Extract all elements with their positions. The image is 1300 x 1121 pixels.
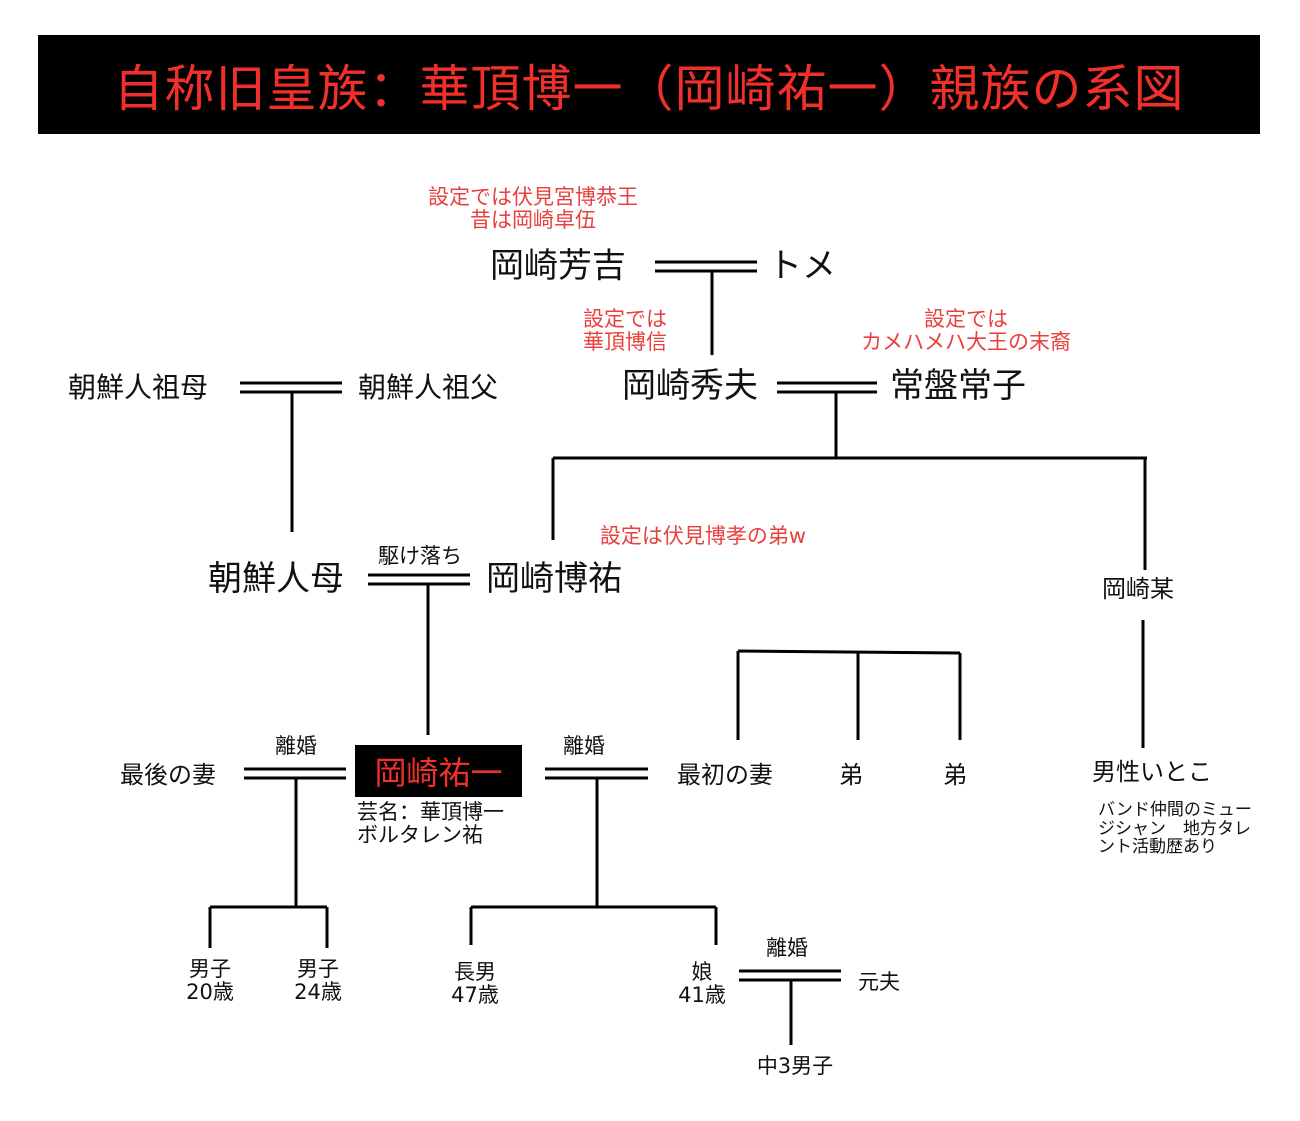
- person-korean-grandmother: 朝鮮人祖母: [68, 371, 209, 404]
- label-divorce-daughter: 離婚: [766, 936, 808, 960]
- label-elopement: 駆け落ち: [378, 544, 462, 568]
- person-tsuneko: 常盤常子: [890, 366, 1026, 406]
- person-korean-mother: 朝鮮人母: [208, 559, 344, 599]
- label-divorce-first: 離婚: [563, 734, 605, 758]
- note-line: ジシャン 地方タレ: [1098, 818, 1251, 839]
- label: 娘: [691, 960, 713, 984]
- sibling-lines: [736, 649, 962, 740]
- marriage-daughter: [739, 969, 841, 982]
- marriage-hirosuke: [368, 573, 470, 586]
- marriage-yoshikichi-tome: [655, 260, 757, 273]
- page-title: 自称旧皇族：華頂博一（岡崎祐一）親族の系図: [113, 59, 1185, 118]
- person-grandson: 中3男子: [756, 1054, 834, 1078]
- person-hideo: 岡崎秀夫: [622, 366, 758, 406]
- label: 男子: [188, 957, 231, 981]
- note-line: 昔は岡崎卓伍: [470, 208, 596, 233]
- label: 長男: [453, 960, 496, 984]
- age: 20歳: [186, 980, 234, 1005]
- person-yuichi-highlight: 岡崎祐一: [355, 745, 522, 797]
- note-line: 芸名：華頂博一: [357, 800, 504, 824]
- note-line: カメハメハ大王の末裔: [861, 330, 1071, 355]
- person-yoshikichi: 岡崎芳吉: [490, 246, 626, 286]
- age: 24歳: [294, 980, 342, 1005]
- note-line: ボルタレン祐: [357, 823, 483, 848]
- hideo-children-lines: [551, 392, 1147, 570]
- note-yoshikichi: 設定では伏見宮博恭王昔は岡崎卓伍: [428, 185, 638, 233]
- person-brother-2: 弟: [943, 761, 967, 789]
- person-last-wife: 最後の妻: [120, 761, 216, 789]
- note-line: 設定では伏見宮博恭王: [428, 185, 638, 209]
- person-hirosuke: 岡崎博祐: [486, 559, 622, 599]
- marriage-first-wife: [545, 767, 648, 780]
- note-hideo: 設定では華頂博信: [583, 307, 667, 355]
- note-yuichi: 芸名：華頂博一ボルタレン祐: [357, 800, 504, 848]
- note-line: ント活動歴あり: [1098, 837, 1217, 858]
- note-line: 設定では: [924, 307, 1008, 331]
- person-tome: トメ: [768, 246, 836, 286]
- person-okazaki-bou: 岡崎某: [1102, 575, 1174, 603]
- note-tsuneko: 設定ではカメハメハ大王の末裔: [861, 307, 1071, 355]
- first-wife-children-lines: [469, 778, 718, 945]
- title-banner: 自称旧皇族：華頂博一（岡崎祐一）親族の系図: [38, 35, 1260, 134]
- note-hirosuke: 設定は伏見博孝の弟w: [599, 524, 807, 548]
- person-brother-1: 弟: [839, 761, 863, 789]
- person-cousin: 男性いとこ: [1092, 758, 1212, 786]
- marriage-last-wife: [244, 767, 346, 780]
- note-cousin: バンド仲間のミュージシャン 地方タレント活動歴あり: [1098, 801, 1252, 857]
- label: 男子: [296, 957, 339, 981]
- note-line: 華頂博信: [583, 330, 667, 355]
- age: 41歳: [678, 983, 726, 1008]
- age: 47歳: [451, 983, 499, 1008]
- person-yuichi: 岡崎祐一: [374, 754, 503, 792]
- person-ex-husband: 元夫: [858, 970, 900, 994]
- label-divorce-last: 離婚: [275, 734, 317, 758]
- note-line: バンド仲間のミュー: [1098, 800, 1252, 820]
- person-korean-grandfather: 朝鮮人祖父: [358, 371, 499, 404]
- person-first-wife: 最初の妻: [677, 761, 773, 789]
- marriage-hideo-tsuneko: [777, 381, 877, 394]
- marriage-korean-grandparents: [240, 381, 342, 394]
- note-line: 設定では: [583, 307, 667, 331]
- last-wife-children-lines: [208, 778, 329, 948]
